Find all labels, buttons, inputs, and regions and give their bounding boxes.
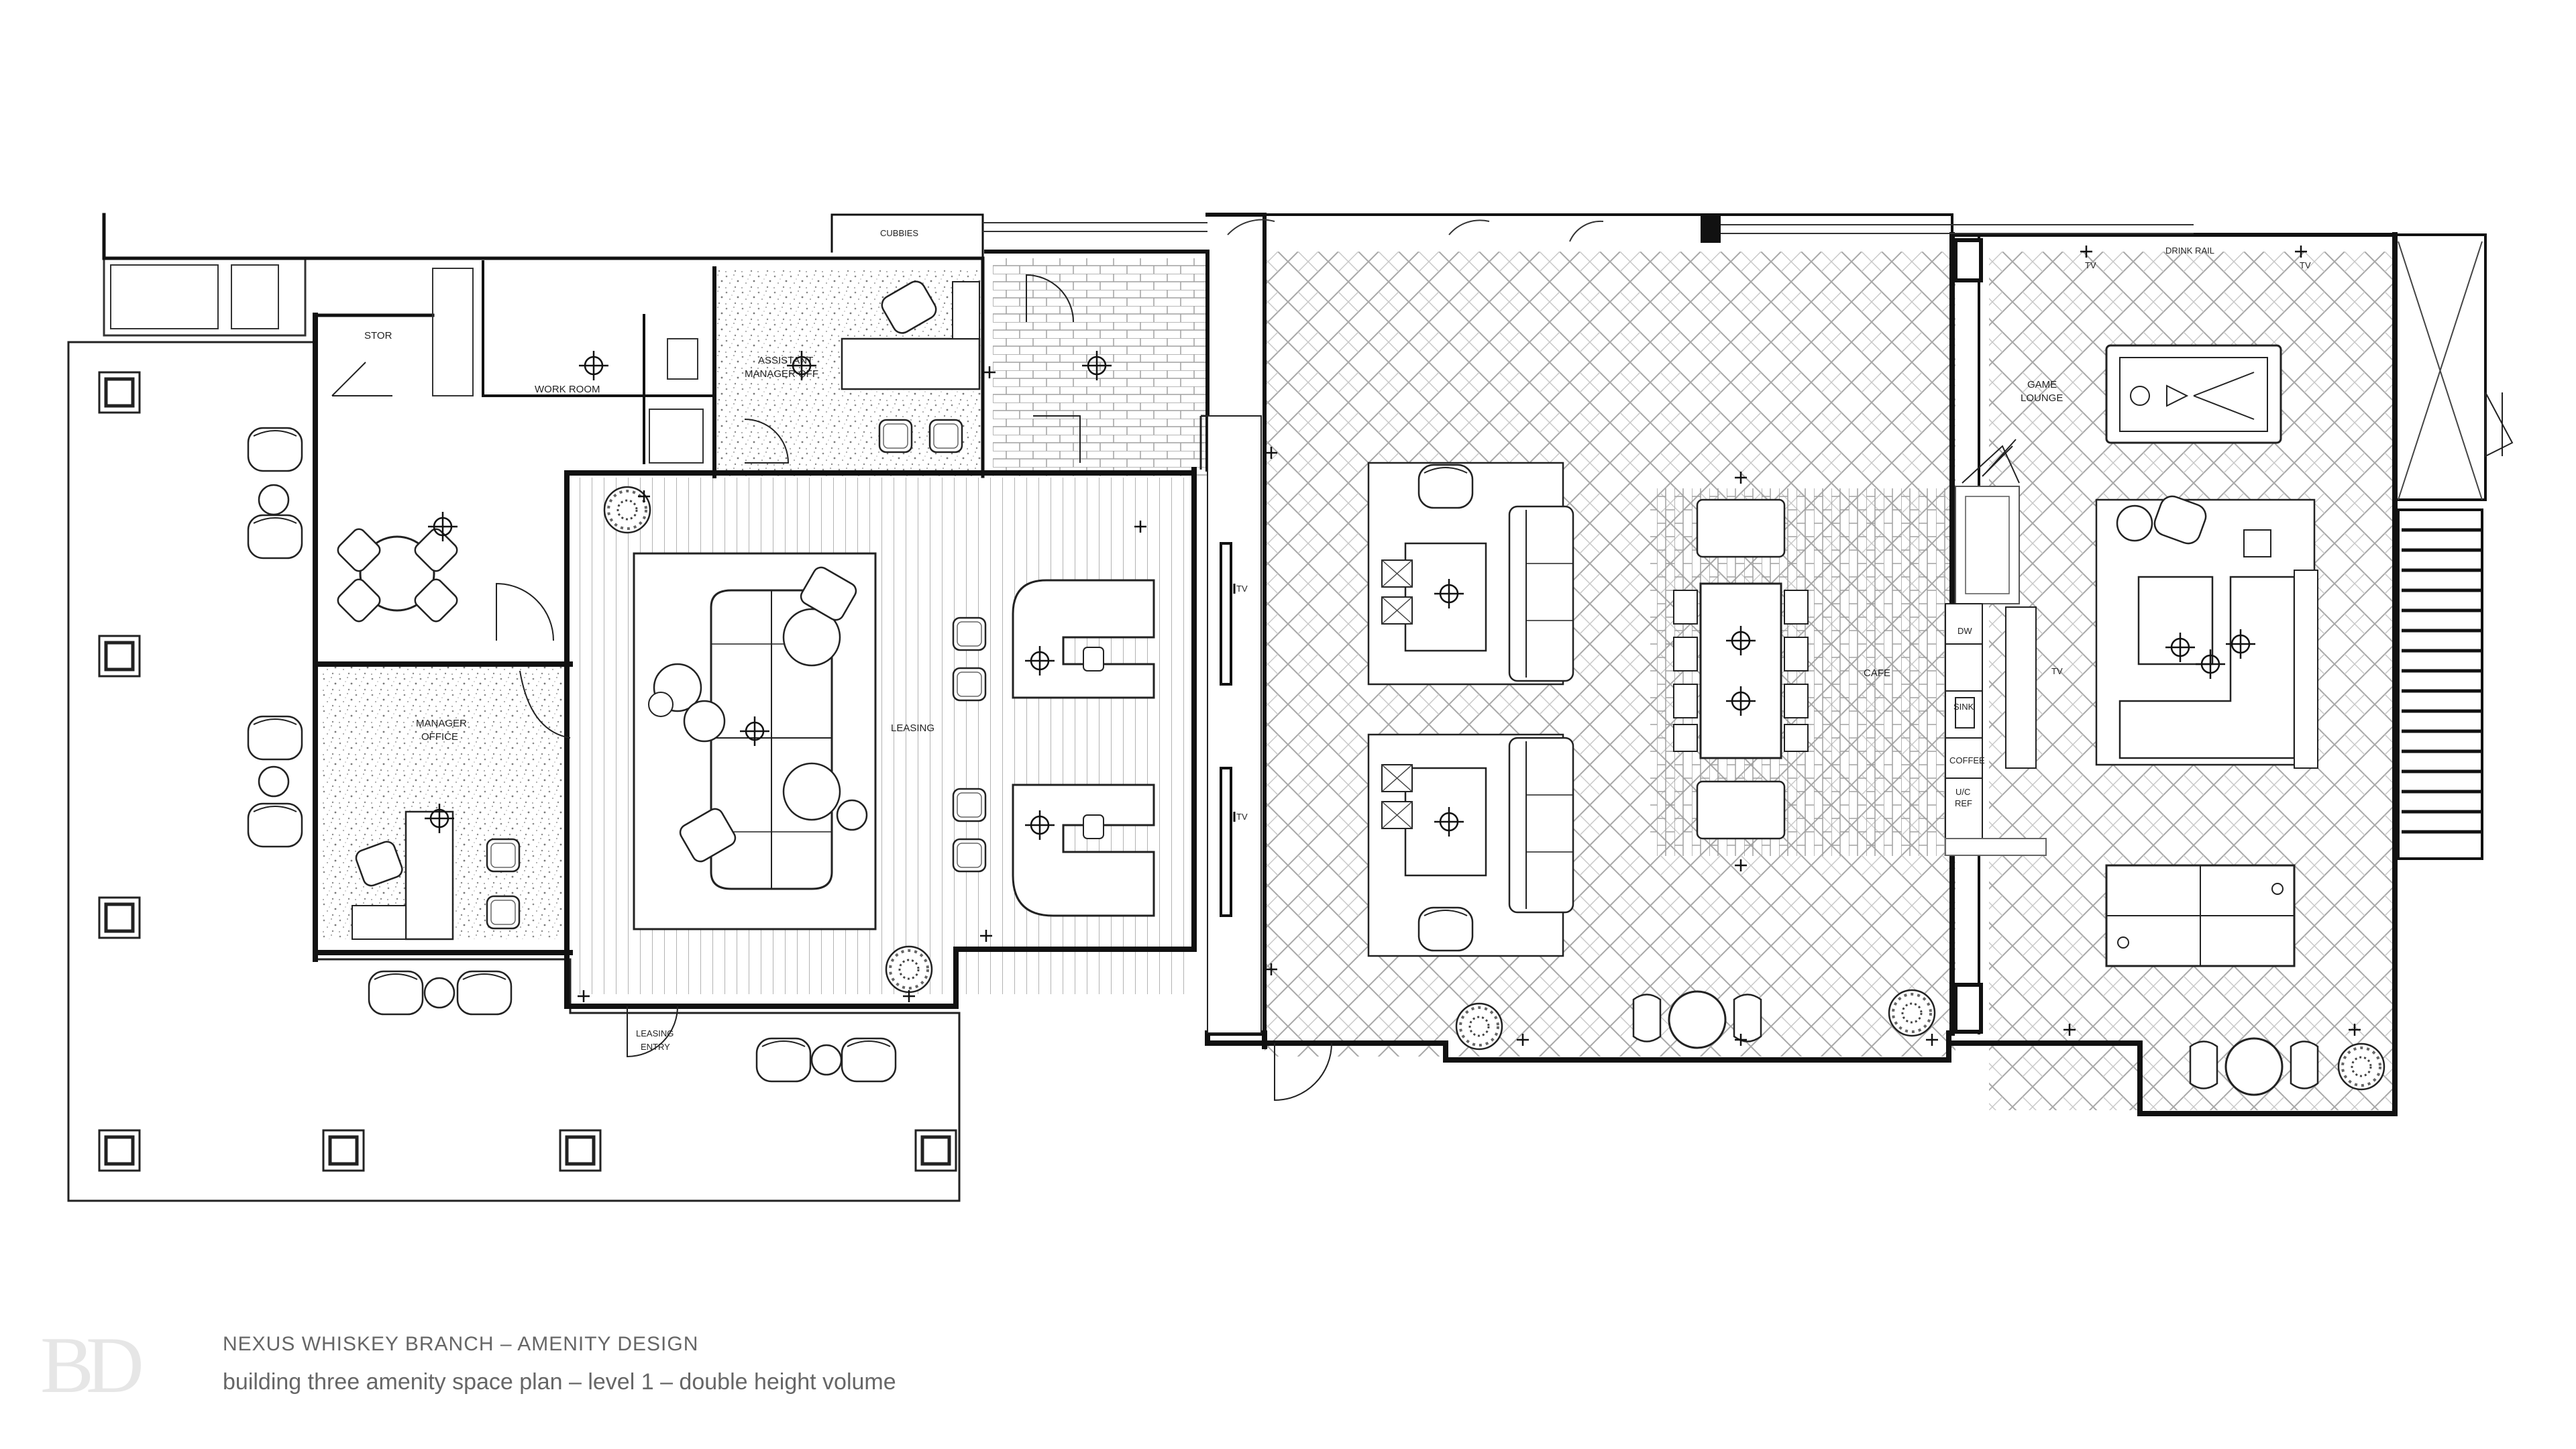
work-room (331, 268, 704, 641)
label-coffee: COFFEE (1949, 755, 1985, 765)
label-tv-game-2: TV (2300, 260, 2311, 270)
main-door (1274, 1042, 1332, 1102)
label-leasing-entry-2: ENTRY (641, 1042, 670, 1052)
kitchenette (1945, 445, 2047, 856)
label-uc-2: REF (1955, 798, 1972, 808)
bd-logo: BD (40, 1320, 144, 1409)
label-sink: SINK (1953, 702, 1974, 712)
project-title: NEXUS WHISKEY BRANCH – AMENITY DESIGN (223, 1333, 699, 1355)
label-manager-office-1: MANAGER (416, 718, 467, 729)
top-left-bench-seat-2 (231, 264, 279, 329)
label-dw: DW (1957, 626, 1972, 636)
sheet-subtitle: building three amenity space plan – leve… (223, 1369, 896, 1395)
leasing-area (576, 415, 1262, 1034)
vestibule-floor (993, 258, 1208, 476)
top-left-bench-seat (110, 264, 219, 329)
main-lounge-seating (1367, 462, 1574, 957)
label-cubbies: CUBBIES (880, 228, 918, 238)
top-left-bench (103, 257, 307, 337)
label-leasing-entry-1: LEASING (636, 1028, 674, 1038)
label-manager-office-2: OFFICE (421, 731, 458, 743)
cafe-table (1673, 470, 1809, 873)
game-lounge (1982, 244, 2514, 1037)
label-tv-game-1: TV (2085, 260, 2096, 270)
leasing-entry-door (627, 1006, 678, 1058)
terrace-seating (247, 427, 897, 1083)
walls (102, 213, 2487, 1116)
label-tv-leasing-1: TV (1236, 584, 1248, 594)
title-block: BD NEXUS WHISKEY BRANCH – AMENITY DESIGN… (40, 1325, 1046, 1405)
manager-office (352, 670, 571, 941)
label-leasing: LEASING (891, 722, 934, 734)
label-stor: STOR (364, 330, 392, 341)
label-drink-rail: DRINK RAIL (2165, 246, 2214, 256)
label-assistant-manager-1: ASSISTANT (758, 355, 813, 366)
label-cafe: CAFE (1864, 667, 1890, 679)
stair (2397, 241, 2483, 860)
assistant-manager-office (744, 280, 981, 464)
storefront-glazing (983, 219, 2194, 242)
label-tv-leasing-2: TV (1236, 812, 1248, 822)
label-work-room: WORK ROOM (535, 384, 600, 395)
label-tv-kitchen: TV (2051, 666, 2063, 676)
vestibule (982, 274, 1208, 470)
label-game-lounge-1: GAME (2027, 379, 2057, 390)
label-assistant-manager-2: MANAGER OFF (745, 368, 818, 380)
lower-seating (1264, 445, 2385, 1096)
label-game-lounge-2: LOUNGE (2021, 392, 2063, 404)
label-uc-1: U/C (1955, 787, 1970, 797)
